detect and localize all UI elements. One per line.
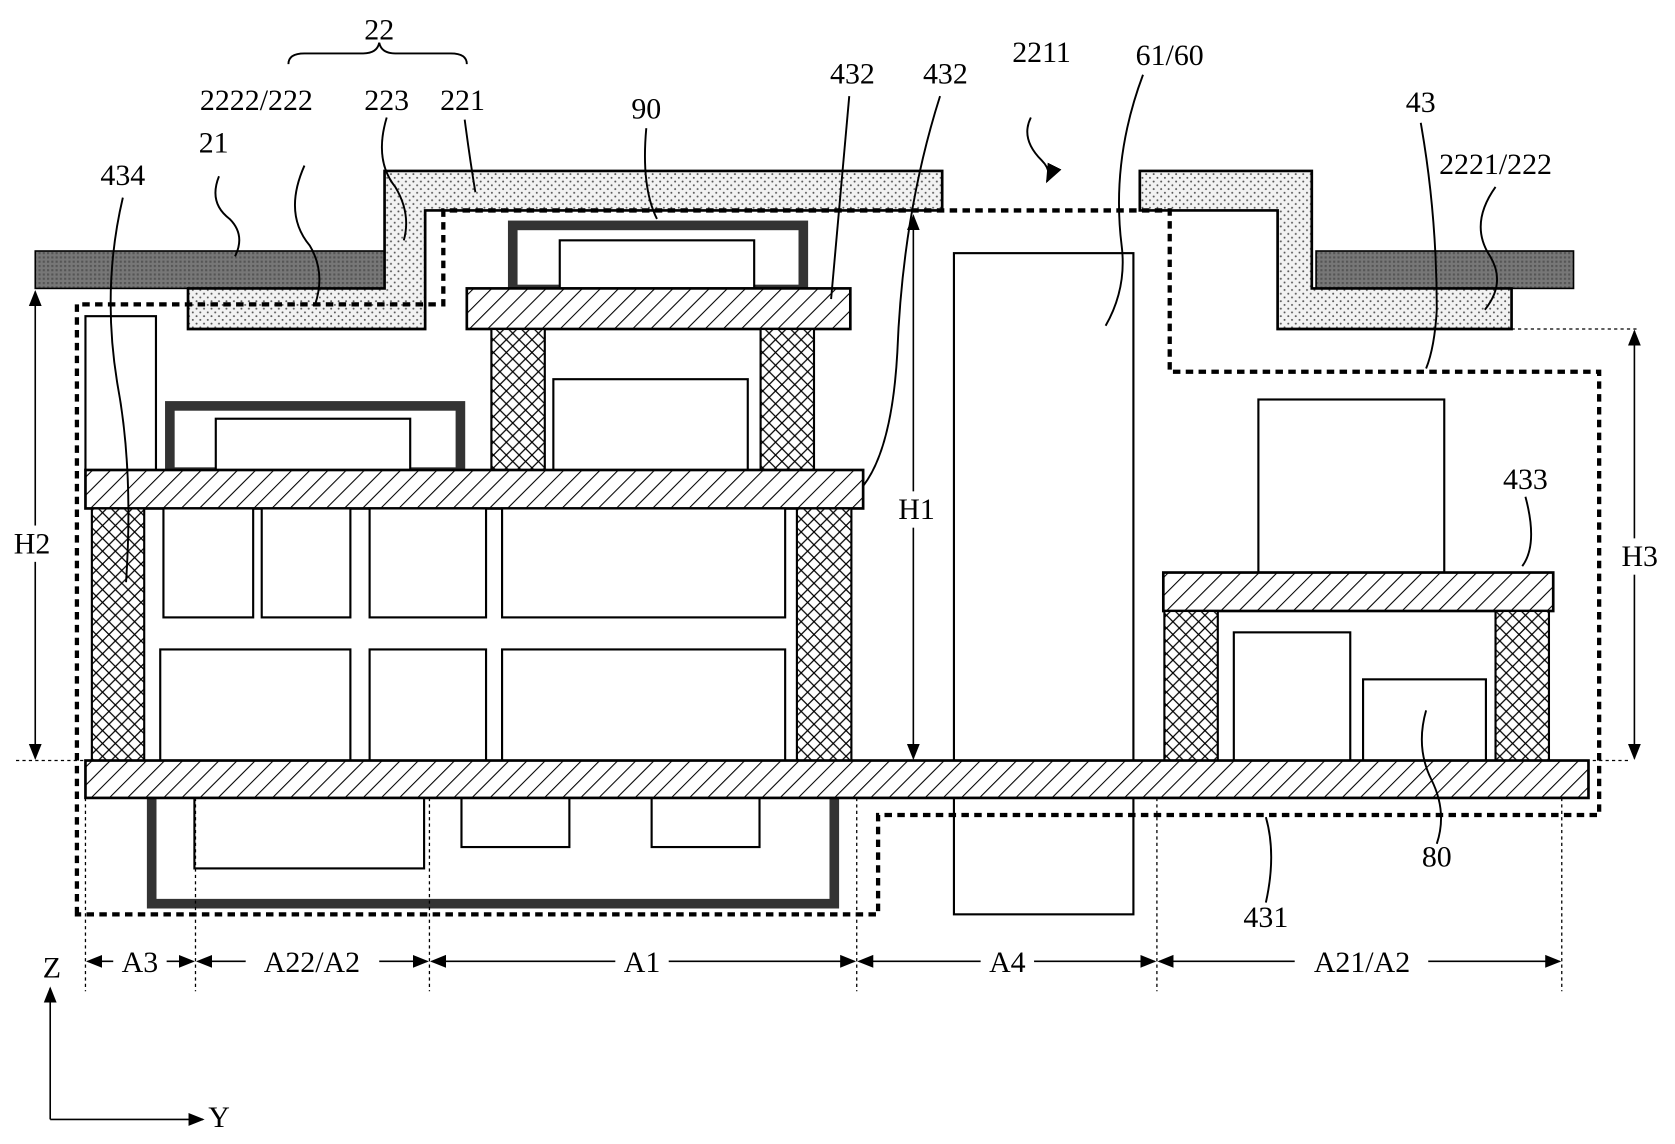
- label-80: 80: [1422, 840, 1452, 873]
- region-label: A4: [989, 946, 1026, 979]
- label-21: 21: [199, 127, 229, 160]
- board-432-middle: [84, 468, 865, 510]
- z-axis-label: Z: [43, 951, 61, 984]
- pillar: [759, 327, 816, 472]
- component: [260, 507, 352, 619]
- region-label: A21/A2: [1314, 946, 1410, 979]
- component-61-60: [952, 252, 1135, 762]
- component: [368, 648, 488, 762]
- component: [214, 417, 412, 472]
- component: [193, 796, 426, 870]
- component: [1232, 631, 1352, 762]
- leader-lines: [109, 74, 1533, 903]
- component: [650, 796, 761, 849]
- component: [84, 315, 158, 472]
- label-2211: 2211: [1012, 36, 1071, 69]
- label-2221-222: 2221/222: [1439, 148, 1552, 181]
- component-61-60-lower: [952, 796, 1135, 916]
- label-h2: H2: [14, 527, 51, 560]
- region-label: A3: [122, 946, 159, 979]
- pillar: [1163, 609, 1219, 762]
- component: [368, 507, 488, 619]
- board-432-top: [465, 287, 852, 331]
- label-434: 434: [100, 159, 145, 192]
- region-guides: [84, 797, 1563, 992]
- label-h1: H1: [898, 493, 935, 526]
- brace-22: [287, 42, 468, 65]
- region-label: A1: [624, 946, 661, 979]
- component: [1257, 398, 1446, 574]
- pillar: [490, 327, 546, 472]
- label-432: 432: [830, 57, 875, 90]
- label-90: 90: [631, 93, 661, 126]
- component: [552, 378, 749, 472]
- label-431: 431: [1243, 901, 1288, 934]
- shield-bottom: [146, 797, 840, 909]
- plate-21-left: [34, 250, 386, 290]
- component: [162, 507, 255, 619]
- label-61-60: 61/60: [1136, 39, 1204, 72]
- board-433: [1161, 571, 1555, 613]
- y-axis-label: Y: [208, 1101, 230, 1134]
- label-43: 43: [1406, 86, 1436, 119]
- label-2222-222: 2222/222: [200, 84, 313, 117]
- pillar-434: [90, 507, 146, 762]
- region-label: A22/A2: [264, 946, 360, 979]
- component: [501, 648, 787, 762]
- component: [501, 507, 787, 619]
- cover-22-right: [1138, 169, 1513, 331]
- pillar: [1494, 609, 1551, 762]
- label-221: 221: [440, 84, 485, 117]
- label-223: 223: [364, 84, 409, 117]
- label-433: 433: [1503, 463, 1548, 496]
- plate-21-right: [1315, 250, 1575, 290]
- pillar: [795, 507, 853, 762]
- component: [460, 796, 571, 849]
- component: [159, 648, 352, 762]
- board-431: [84, 759, 1590, 800]
- component: [558, 239, 756, 290]
- label-h3: H3: [1621, 540, 1658, 573]
- label-432: 432: [923, 57, 968, 90]
- label-22: 22: [364, 14, 394, 47]
